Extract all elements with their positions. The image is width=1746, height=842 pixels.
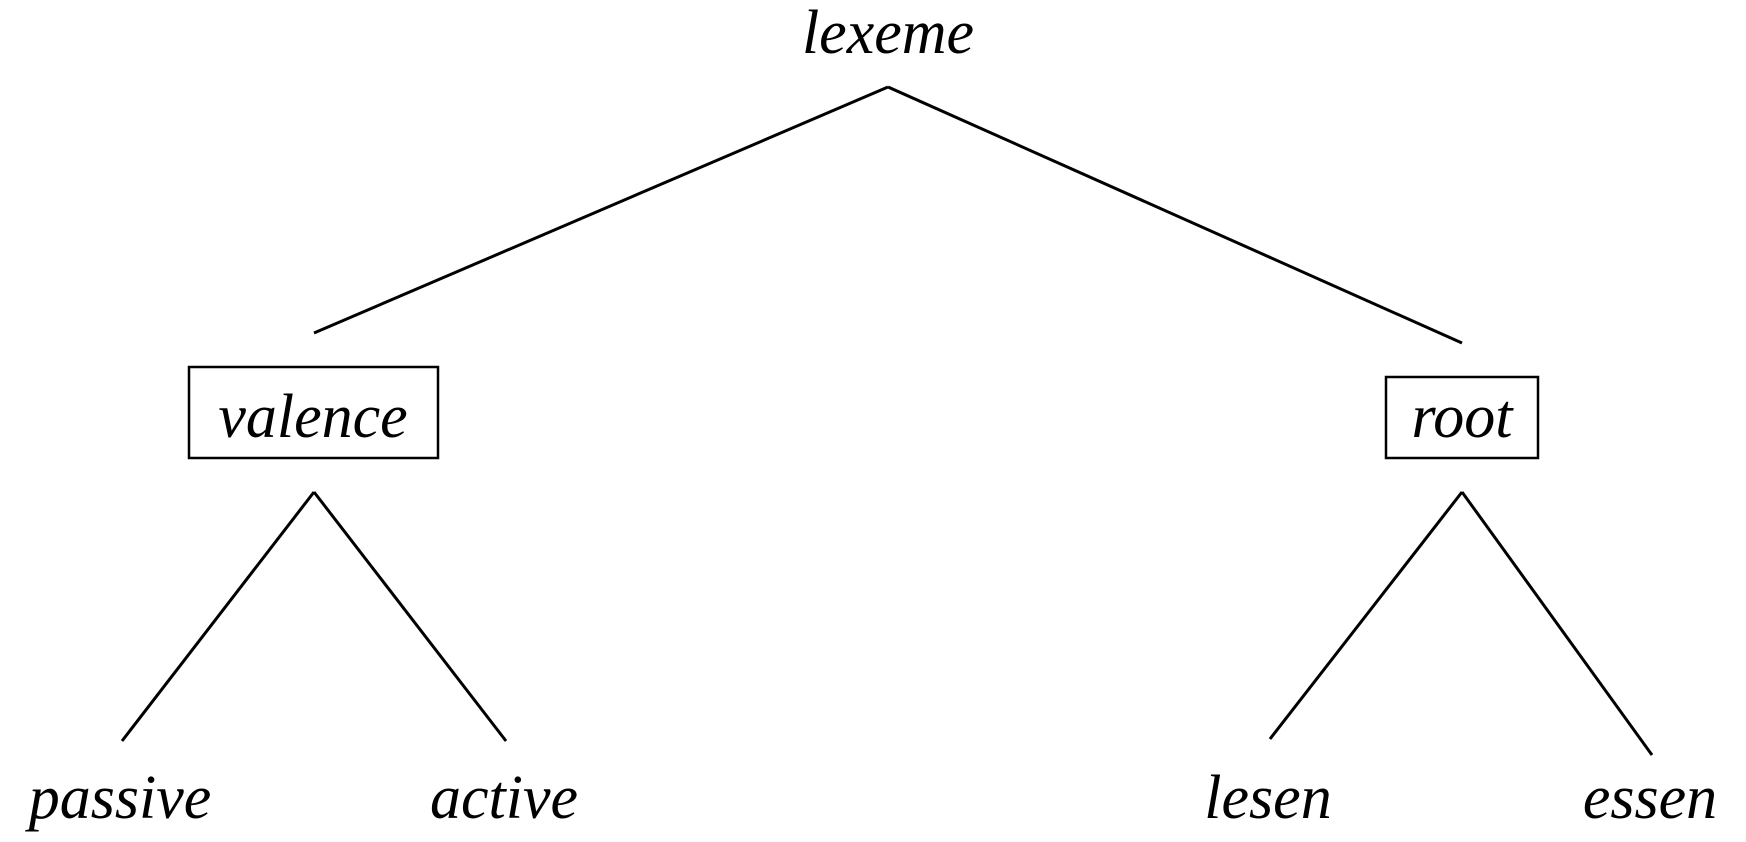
node-lexeme: lexeme [802, 0, 974, 67]
node-root-box [1384, 375, 1540, 460]
edge-root-lesen [1268, 491, 1464, 740]
node-valence: valence [218, 383, 407, 451]
leaf-passive: passive [25, 764, 212, 832]
edge-root-essen [1460, 491, 1654, 756]
node-valence-box [187, 365, 440, 460]
leaf-essen: essen [1583, 764, 1717, 832]
edge-lexeme-valence [313, 85, 889, 335]
edge-valence-passive [120, 491, 316, 742]
edge-valence-active [312, 491, 508, 742]
leaf-active: active [430, 764, 578, 832]
leaf-lesen: lesen [1204, 764, 1331, 832]
edge-lexeme-root [887, 85, 1463, 345]
node-root: root [1411, 383, 1514, 451]
